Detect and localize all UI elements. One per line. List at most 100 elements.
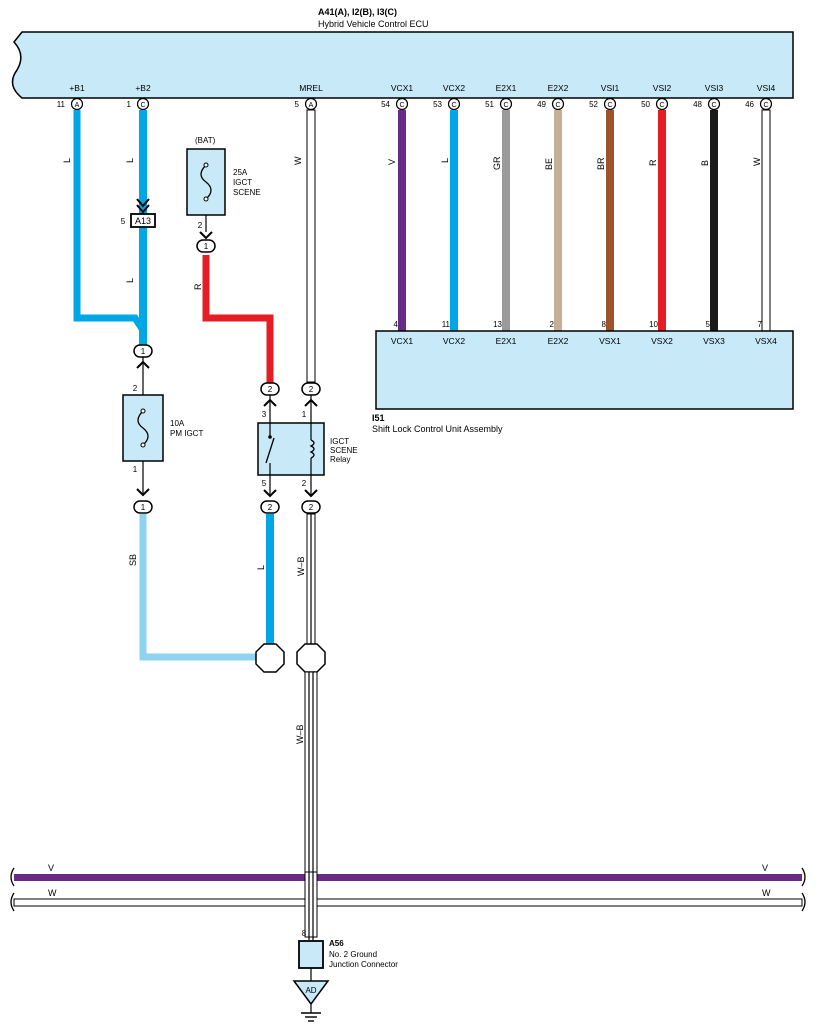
igct-scene-relay: 3 1 IGCT SCENE Relay 5 2 bbox=[257, 395, 358, 498]
wire-label-e2x1: GR bbox=[492, 156, 502, 170]
shift-lock-pin-name: VSX2 bbox=[651, 336, 673, 346]
ground-jc-line1: No. 2 Ground bbox=[329, 950, 377, 959]
wire-sb bbox=[139, 514, 260, 661]
wire-label-wb-lower: W–B bbox=[295, 724, 305, 744]
signal-wire bbox=[606, 110, 614, 331]
fuse-25a-pin: 2 bbox=[198, 221, 203, 230]
connector-pin bbox=[301, 500, 321, 514]
ecu-pin-conn-letter: C bbox=[607, 102, 612, 109]
fuse-25a-line3: SCENE bbox=[233, 188, 261, 197]
bus-v: V V bbox=[10, 863, 806, 887]
ecu-pin-conn-letter: A bbox=[75, 102, 80, 109]
wire-label-vsi1: BR bbox=[596, 157, 606, 170]
arrow-icon bbox=[136, 488, 150, 497]
ecu-pin-name: VSI1 bbox=[601, 83, 620, 93]
shift-lock-block: I51 Shift Lock Control Unit Assembly bbox=[372, 330, 794, 434]
wire-label-vcx2: L bbox=[440, 158, 450, 163]
connector-pin bbox=[133, 344, 153, 358]
ecu-pin-number: 50 bbox=[641, 100, 650, 109]
bus-w: W W bbox=[10, 888, 806, 912]
signal-wire bbox=[398, 110, 406, 331]
relay-pin2: 2 bbox=[302, 479, 307, 488]
arrow-icon bbox=[136, 198, 150, 208]
relay-pin3: 3 bbox=[262, 410, 267, 419]
ecu-pin-conn-letter: C bbox=[763, 102, 768, 109]
fuse-10a-line2: PM IGCT bbox=[170, 429, 203, 438]
relay-pin1: 1 bbox=[302, 410, 307, 419]
ecu-pin-number: 5 bbox=[295, 100, 300, 109]
ecu-pin-conn-letter: C bbox=[659, 102, 664, 109]
wire-label-e2x2: BE bbox=[544, 158, 554, 170]
shift-lock-body bbox=[375, 330, 794, 410]
arrow-icon bbox=[199, 231, 213, 240]
signal-wire bbox=[710, 110, 718, 331]
ecu-pin-name: E2X2 bbox=[548, 83, 569, 93]
ecu-pin-name: VCX2 bbox=[443, 83, 465, 93]
ecu-pin-conn-letter: A bbox=[309, 102, 314, 109]
ecu-pin-number: 11 bbox=[57, 100, 66, 109]
ground-tag: AD bbox=[305, 986, 316, 995]
shift-lock-pin-name: E2X1 bbox=[496, 336, 517, 346]
connector-pin-number: 2 bbox=[309, 503, 314, 512]
shift-lock-code: I51 bbox=[372, 413, 385, 423]
fuse-10a-pin-bottom: 1 bbox=[133, 465, 138, 474]
arrow-icon bbox=[263, 398, 277, 407]
fuse-10a: 2 10A PM IGCT 1 bbox=[122, 355, 203, 497]
fuse-10a-pin-top: 2 bbox=[133, 384, 138, 393]
ecu-pin-number: 49 bbox=[537, 100, 546, 109]
wire-label-relay-l: L bbox=[256, 565, 266, 570]
wire-label-mrel: W bbox=[293, 156, 303, 165]
relay-line3: Relay bbox=[330, 455, 350, 464]
splice-point bbox=[255, 643, 285, 673]
ecu-pin-connector bbox=[136, 97, 150, 111]
fuse-25a: (BAT) 25A IGCT SCENE 2 bbox=[186, 136, 261, 240]
bus-w-label-right: W bbox=[762, 888, 771, 898]
ecu-code: A41(A), I2(B), I3(C) bbox=[318, 7, 397, 17]
ecu-pin-connector bbox=[395, 97, 409, 111]
ecu-pin-number: 1 bbox=[127, 100, 132, 109]
junction-a13-label: A13 bbox=[135, 216, 151, 226]
wire-label-red: R bbox=[193, 283, 203, 290]
ecu-pin-number: 53 bbox=[433, 100, 442, 109]
wire-label-vsi4: W bbox=[752, 157, 762, 166]
ecu-pin-name: +B2 bbox=[135, 83, 151, 93]
fuse-icon bbox=[200, 164, 212, 200]
wire-label-b2-lower: L bbox=[125, 278, 135, 283]
relay-pin5: 5 bbox=[262, 479, 267, 488]
arrow-icon bbox=[263, 489, 277, 498]
shift-lock-pin-number: 10 bbox=[649, 320, 658, 329]
connector-pin bbox=[133, 500, 153, 514]
fuse-10a-line1: 10A bbox=[170, 419, 185, 428]
ecu-pin-connector bbox=[655, 97, 669, 111]
ecu-pin-connector bbox=[499, 97, 513, 111]
shift-lock-pin-name: VSX1 bbox=[599, 336, 621, 346]
ecu-pin-conn-letter: C bbox=[555, 102, 560, 109]
connector-pin bbox=[260, 382, 280, 396]
ecu-pin-number: 48 bbox=[693, 100, 702, 109]
splice-point bbox=[296, 643, 326, 673]
signal-wire bbox=[554, 110, 562, 331]
ecu-pin-connector bbox=[447, 97, 461, 111]
wire-wb-upper bbox=[306, 513, 316, 645]
shift-lock-pin-group: 4VCX111VCX213E2X12E2X28VSX110VSX25VSX37V… bbox=[391, 320, 777, 346]
fuse-25a-line2: IGCT bbox=[233, 178, 252, 187]
connector-pin-number: 2 bbox=[268, 385, 273, 394]
ecu-pin-connector bbox=[707, 97, 721, 111]
arrow-icon bbox=[136, 360, 150, 369]
connector-pin bbox=[301, 382, 321, 396]
shift-lock-pin-number: 13 bbox=[493, 320, 502, 329]
ecu-pin-number: 52 bbox=[589, 100, 598, 109]
shift-lock-pin-name: VSX4 bbox=[755, 336, 777, 346]
ecu-pin-conn-letter: C bbox=[503, 102, 508, 109]
wire-b2 bbox=[139, 110, 147, 350]
ground-jc-body bbox=[298, 940, 324, 969]
shift-lock-pin-number: 11 bbox=[442, 320, 451, 329]
ecu-pin-name: VSI4 bbox=[757, 83, 776, 93]
hybrid-ecu-block: A41(A), I2(B), I3(C) Hybrid Vehicle Cont… bbox=[11, 7, 794, 99]
ground-jc-line2: Junction Connector bbox=[329, 960, 398, 969]
relay-line1: IGCT bbox=[330, 437, 349, 446]
junction-a13: A13 5 bbox=[121, 198, 156, 228]
relay-coil-icon bbox=[309, 439, 315, 459]
bus-v-label-right: V bbox=[762, 863, 768, 873]
